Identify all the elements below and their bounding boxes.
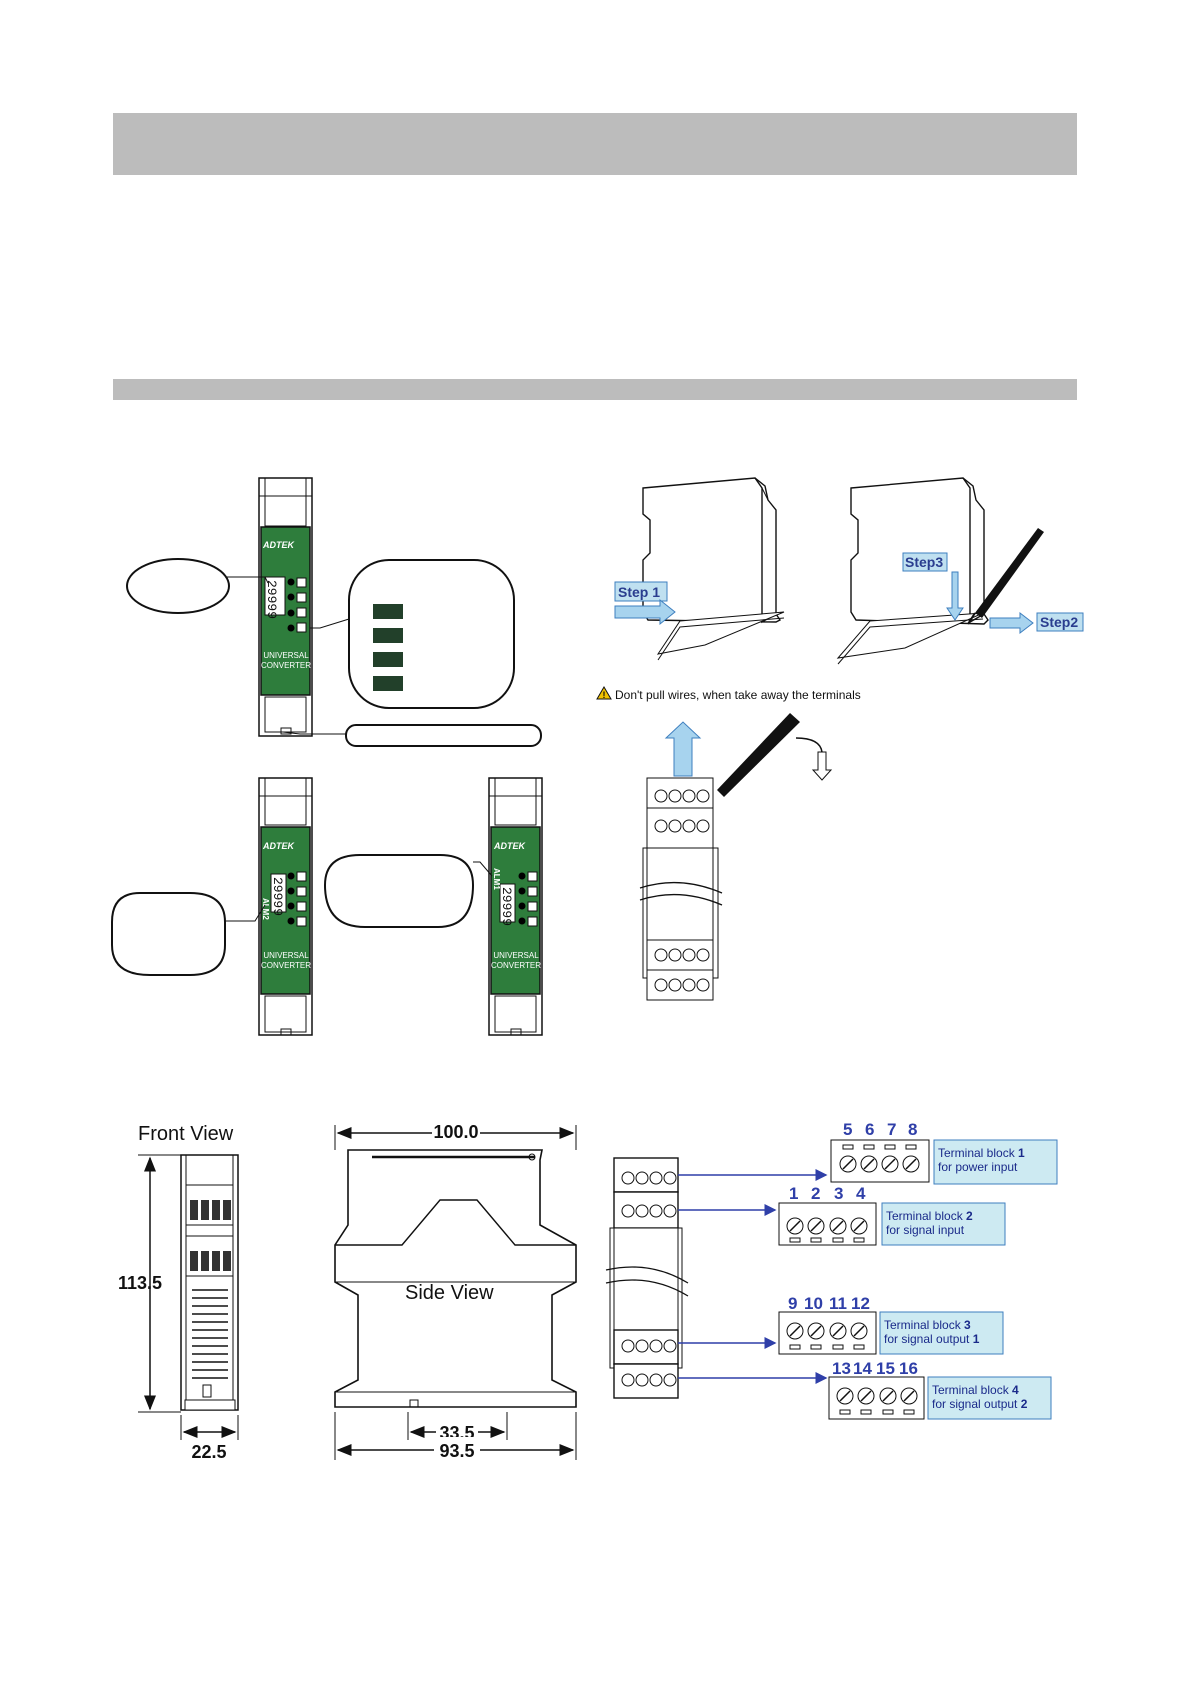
step3-label: Step3 [905, 554, 943, 570]
svg-text:10: 10 [804, 1294, 823, 1313]
svg-text:for signal output 1: for signal output 1 [884, 1332, 980, 1346]
callout-display [126, 558, 269, 614]
brand-logo: ADTEK [262, 540, 295, 550]
warning-text: Don't pull wires, when take away the ter… [615, 688, 861, 702]
svg-text:!: ! [603, 690, 606, 700]
svg-text:12: 12 [851, 1294, 870, 1313]
svg-text:5: 5 [843, 1120, 852, 1139]
svg-text:ADTEK: ADTEK [493, 841, 526, 851]
svg-text:11: 11 [829, 1294, 847, 1313]
alm1-label: ALM1 [492, 868, 501, 890]
dim-depth: 93.5 [334, 1412, 577, 1461]
dim-top-width: 100.0 [334, 1121, 577, 1150]
dim-front-width: 22.5 [180, 1415, 239, 1462]
terminal-device-drawing [605, 1157, 689, 1399]
svg-text:UNIVERSAL: UNIVERSAL [263, 651, 309, 660]
svg-text:Terminal block 1: Terminal block 1 [938, 1146, 1025, 1160]
front-view-label: Front View [138, 1123, 234, 1145]
callout-alm1 [323, 854, 493, 928]
svg-text:Terminal block 4: Terminal block 4 [932, 1383, 1019, 1397]
svg-text:Terminal block 3: Terminal block 3 [884, 1318, 971, 1332]
svg-text:Terminal block 2: Terminal block 2 [886, 1209, 973, 1223]
svg-text:22.5: 22.5 [191, 1442, 226, 1462]
side-view-drawing [334, 1149, 577, 1408]
side-view-label: Side View [405, 1282, 494, 1304]
svg-text:15: 15 [876, 1359, 895, 1378]
device-front-2: ADTEK 29999 ALM2 UNIVERSAL CONVERTER [258, 777, 313, 1036]
svg-text:29999: 29999 [499, 887, 514, 926]
svg-text:93.5: 93.5 [439, 1441, 474, 1461]
mount-step1-drawing: Step 1 [614, 477, 785, 661]
svg-text:UNIVERSAL: UNIVERSAL [493, 951, 539, 960]
svg-text:1: 1 [789, 1184, 798, 1203]
callout-bottom [282, 724, 542, 747]
svg-text:16: 16 [899, 1359, 918, 1378]
svg-text:for signal input: for signal input [886, 1223, 965, 1237]
terminal-block-3: 9 10 11 12 Terminal block 3 for signal o… [778, 1294, 1004, 1355]
svg-text:UNIVERSAL: UNIVERSAL [263, 951, 309, 960]
alm2-label: ALM2 [261, 898, 270, 920]
svg-text:ADTEK: ADTEK [262, 841, 295, 851]
callout-led-panel [310, 559, 515, 709]
mount-step2-drawing: Step3 Step2 [836, 477, 1084, 665]
svg-text:4: 4 [856, 1184, 866, 1203]
svg-text:13: 13 [832, 1359, 851, 1378]
svg-text:6: 6 [865, 1120, 874, 1139]
device-front-1: ADTEK 29999 UNIVERSAL CONVERTER [258, 477, 313, 737]
svg-text:CONVERTER: CONVERTER [491, 961, 541, 970]
terminal-block-4: 13 14 15 16 Terminal block 4 for signal … [828, 1359, 1052, 1420]
svg-text:for signal output 2: for signal output 2 [932, 1397, 1028, 1411]
step1-label: Step 1 [618, 584, 660, 600]
svg-text:29999: 29999 [270, 877, 285, 916]
step2-label: Step2 [1040, 614, 1078, 630]
header-bar [113, 113, 1077, 175]
device-front-3: ADTEK 29999 ALM1 UNIVERSAL CONVERTER [488, 777, 543, 1036]
warning-icon [596, 686, 612, 700]
svg-text:8: 8 [908, 1120, 917, 1139]
svg-text:CONVERTER: CONVERTER [261, 661, 311, 670]
dim-height: 113.5 [118, 1154, 181, 1413]
svg-text:14: 14 [853, 1359, 872, 1378]
svg-text:9: 9 [788, 1294, 797, 1313]
svg-text:for power input: for power input [938, 1160, 1018, 1174]
svg-text:7: 7 [887, 1120, 896, 1139]
display-value: 29999 [264, 580, 279, 619]
svg-text:2: 2 [811, 1184, 820, 1203]
section-bar [113, 379, 1077, 400]
terminal-removal-drawing [639, 713, 833, 1001]
svg-text:113.5: 113.5 [118, 1273, 162, 1293]
front-view-drawing [180, 1154, 239, 1411]
warning-note: ! Don't pull wires, when take away the t… [596, 686, 861, 702]
terminal-block-1: 5 6 7 8 Terminal block 1 for power input [830, 1120, 1058, 1185]
callout-alm2 [111, 892, 266, 976]
terminal-arrows [678, 1169, 828, 1384]
svg-text:100.0: 100.0 [433, 1122, 478, 1142]
svg-text:CONVERTER: CONVERTER [261, 961, 311, 970]
svg-text:3: 3 [834, 1184, 843, 1203]
terminal-block-2: 1 2 3 4 Terminal block 2 for signal inpu… [778, 1184, 1006, 1246]
